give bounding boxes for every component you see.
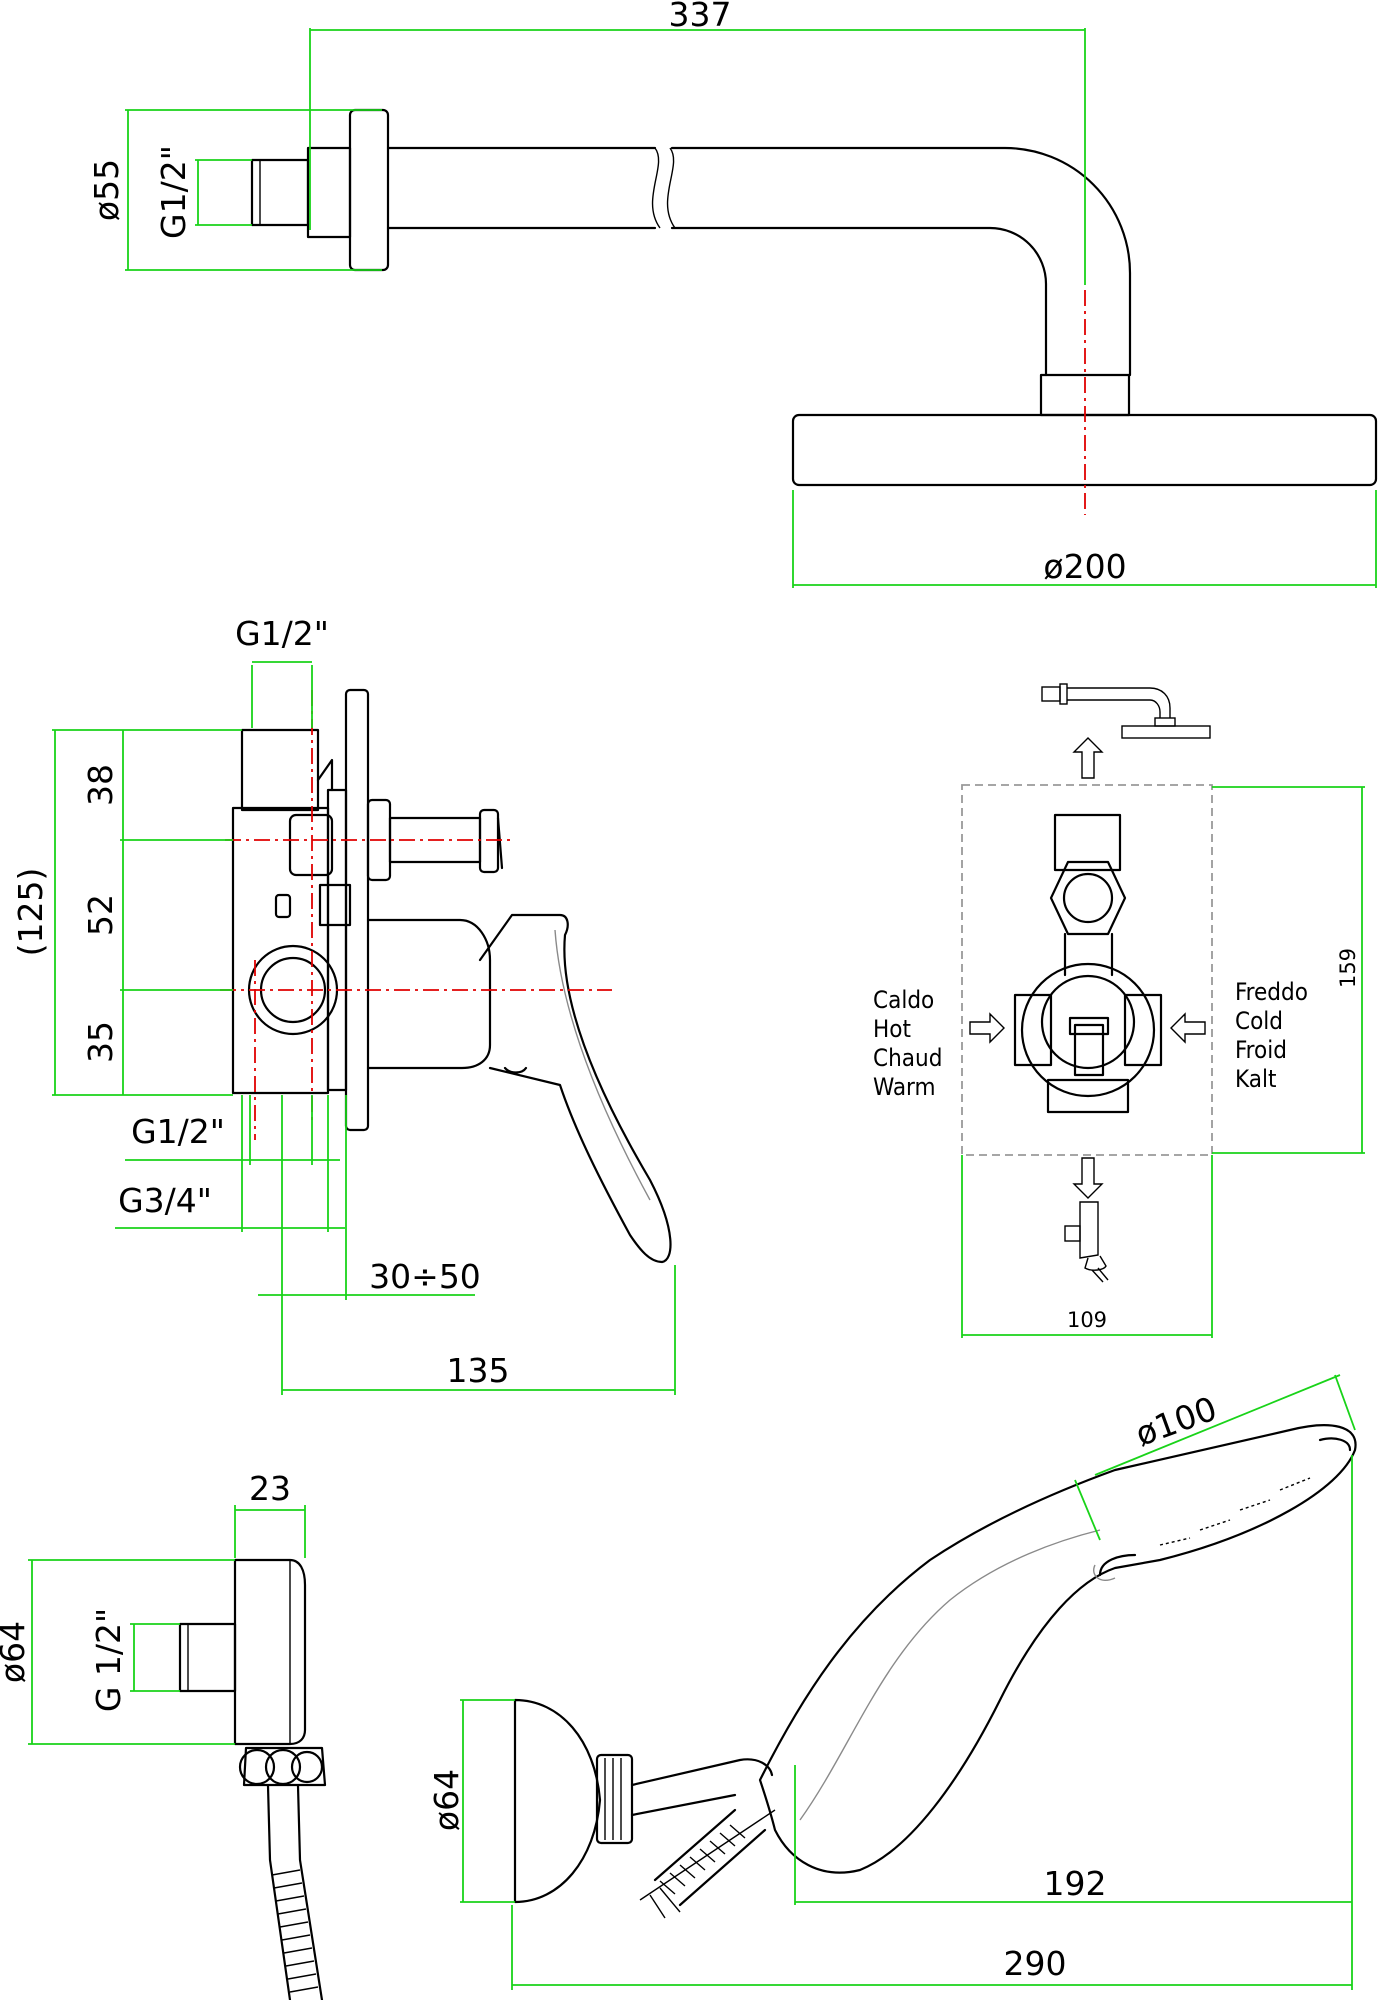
- hot-label-en: Hot: [873, 1015, 911, 1043]
- outlet-diameter-label: ø64: [0, 1621, 32, 1683]
- head-diameter-label: ø100: [1130, 1389, 1222, 1454]
- hot-label-fr: Chaud: [873, 1044, 942, 1072]
- hand-shower-view: ø64 192 290 ø100: [427, 1374, 1357, 1990]
- cold-label-it: Freddo: [1235, 978, 1308, 1006]
- schematic-box: [961, 784, 1213, 1156]
- diverter-top: [1053, 813, 1122, 872]
- projection-label: 135: [447, 1351, 510, 1390]
- cold-label-de: Kalt: [1235, 1065, 1276, 1093]
- schematic-height-label: 159: [1336, 948, 1360, 988]
- cold-arrow-icon: [1170, 1012, 1206, 1044]
- hand-hose: [653, 1808, 767, 1907]
- outlet-body: [233, 1558, 307, 1746]
- shower-arm-view: 337 ø55 G1/2" ø200: [87, 0, 1378, 588]
- inlet-thread-label: G3/4": [118, 1181, 212, 1220]
- hex-nut: [1049, 860, 1127, 936]
- lever-hub: [366, 918, 492, 1070]
- arm-collar: [306, 146, 352, 239]
- hand-shower-body: [758, 1424, 1357, 1874]
- arrow-up-icon: [1072, 737, 1104, 779]
- mixer-cartridge: [1020, 962, 1156, 1098]
- arrow-down-icon: [1072, 1157, 1104, 1199]
- holder-diameter-label: ø64: [427, 1769, 466, 1831]
- wall-outlet-view: 23 ø64 G 1/2": [0, 1469, 327, 2000]
- hot-label-it: Caldo: [873, 986, 934, 1014]
- cold-label-fr: Froid: [1235, 1036, 1287, 1064]
- holder-cup: [513, 1698, 602, 1904]
- lever-handle: [478, 913, 672, 1264]
- holder-arm: [630, 1758, 774, 1817]
- outlet-thread-label: G 1/2": [89, 1608, 128, 1712]
- overall-height-label: (125): [11, 868, 50, 957]
- hose: [266, 1784, 324, 2000]
- schematic-width-label: 109: [1067, 1308, 1107, 1332]
- hot-label-de: Warm: [873, 1073, 936, 1101]
- wall-outlet-icon: [1064, 1201, 1109, 1283]
- shower-head-icon: [1041, 683, 1211, 739]
- outlet-width-label: 23: [249, 1469, 291, 1508]
- middle-height-label: 52: [81, 894, 120, 936]
- arm-wall-flange: [348, 108, 390, 272]
- upper-height-label: 38: [81, 764, 120, 806]
- flow-schematic: Caldo Hot Chaud Warm Freddo Cold Froid K…: [873, 683, 1365, 1338]
- mixer-top-nozzle: [240, 728, 320, 812]
- outlet-thread-label: G1/2": [131, 1112, 225, 1151]
- reach-label: 192: [1044, 1864, 1107, 1903]
- wall-depth-label: 30÷50: [369, 1257, 481, 1296]
- hot-arrow-icon: [969, 1012, 1005, 1044]
- cold-label-en: Cold: [1235, 1007, 1283, 1035]
- head-diameter-label: ø200: [1043, 547, 1126, 586]
- arm-thread-label: G1/2": [154, 145, 193, 239]
- flange-diameter-label: ø55: [87, 159, 126, 221]
- cover-plate: [344, 688, 370, 1132]
- arm-length-label: 337: [669, 0, 732, 34]
- mixer-body-view: G1/2" (125) 38 52 35 G1/2" G3/4" 30÷50 1…: [11, 614, 676, 1395]
- lower-height-label: 35: [81, 1021, 120, 1063]
- top-thread-label: G1/2": [235, 614, 329, 653]
- overall-length-label: 290: [1004, 1944, 1067, 1983]
